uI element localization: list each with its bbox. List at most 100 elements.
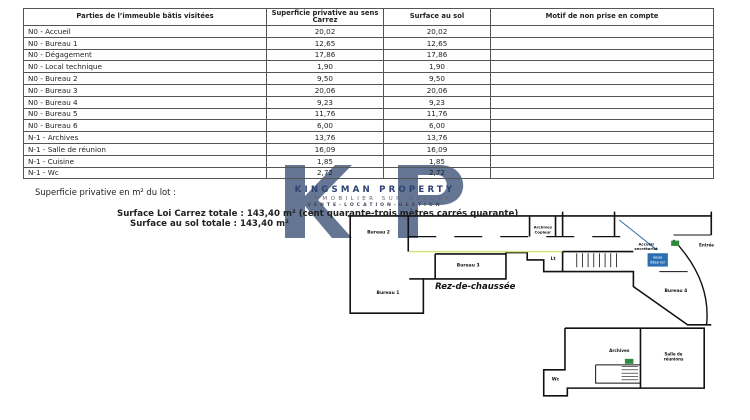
room-name: N0 - Bureau 2 [23,72,267,85]
room-label: réunions [664,356,684,361]
motif-value [490,154,714,168]
carrez-value: 2,72 [266,166,384,180]
sol-value: 13,76 [383,131,491,144]
room-name: N0 - Dégagement [23,48,267,62]
header-parties: Parties de l’immeuble bâtis visitées [23,8,267,26]
carrez-value: 1,85 [266,154,384,168]
carrez-value: 16,09 [266,142,384,156]
logo-tagline: L'IMMOBILIER SUR MESURE [297,196,453,202]
room-label: Bureau 3 [457,263,480,269]
motif-value [490,107,714,121]
room-label: Bureau 1 [377,290,400,296]
room-label: Archives [534,224,553,229]
motif-value [490,119,714,133]
logo-letter-p [398,165,464,238]
motif-value [490,72,714,85]
room-name: N0 - Bureau 4 [23,95,267,109]
room-name: N0 - Bureau 6 [23,119,267,133]
carrez-value: 11,76 [266,107,384,121]
carrez-value: 6,00 [266,119,384,133]
sol-total: Surface au sol totale : 143,40 m² [130,219,289,229]
surface-table: Parties de l’immeuble bâtis visitées Sup… [23,8,714,180]
wall [349,215,712,326]
carrez-value: 9,23 [266,95,384,109]
sol-value: 20,02 [383,25,491,38]
header-sol: Surface au sol [383,8,491,26]
room-name: N-1 - Archives [23,131,267,144]
room-name: N0 - Local technique [23,60,267,74]
carrez-total: Surface Loi Carrez totale : 143,40 m² (c… [117,209,519,219]
room-name: N-1 - Cuisine [23,154,267,168]
room-label: Bureau 4 [664,288,687,294]
room-label: Bureau 2 [367,229,390,235]
motif-value [490,48,714,62]
carrez-value: 1,90 [266,60,384,74]
motif-value [490,142,714,156]
motif-value [490,95,714,109]
room-label: Archives [609,348,630,353]
sol-value: 9,50 [383,72,491,85]
sol-value: 1,90 [383,60,491,74]
wall [595,364,641,384]
logo-name: KINGSMAN PROPERTY [294,185,456,195]
room-label: Wc [552,376,560,382]
room-name: N0 - Bureau 1 [23,36,267,50]
room-label: secrétariat [634,246,658,251]
room-label: Lt [551,256,557,262]
motif-value [490,60,714,74]
exit-sign-icon [624,358,634,364]
entrance-label: Entrée [699,242,714,247]
floor-label: Rez-de-chaussée [435,281,515,292]
carrez-value: 20,02 [266,25,384,38]
exit-sign-icon [671,240,680,246]
arrow-icon [618,219,658,251]
sol-value: 16,09 [383,142,491,156]
room-name: N0 - Bureau 5 [23,107,267,121]
wall [542,327,706,397]
table-header-row: Parties de l’immeuble bâtis visitées Sup… [23,8,714,26]
room-name: N0 - Bureau 3 [23,83,267,97]
motif-value [490,36,714,50]
room-name: N-1 - Salle de réunion [23,142,267,156]
you-are-here-text: vous [653,256,663,260]
room-name: N0 - Accueil [23,25,267,38]
carrez-value: 17,86 [266,48,384,62]
lot-label: Superficie privative en m² du lot : [35,187,176,197]
you-are-here-text: êtes ici [650,260,665,264]
sol-value: 9,23 [383,95,491,109]
sol-value: 6,00 [383,119,491,133]
room-label: Salle de [665,351,683,356]
room-label: Copieur [534,229,551,234]
motif-value [490,131,714,144]
header-carrez: Superficie privative au sens Carrez [266,8,384,26]
sol-value: 17,86 [383,48,491,62]
sol-value: 11,76 [383,107,491,121]
you-are-here-marker [647,253,668,267]
sol-value: 2,72 [383,166,491,180]
logo-letter-k [285,165,352,238]
logo-services: VENTE-LOCATION-GESTION [307,203,443,208]
sol-value: 12,65 [383,36,491,50]
header-motif: Motif de non prise en compte [490,8,714,26]
curved-wall [673,239,708,325]
room-name: N-1 - Wc [23,166,267,180]
sol-value: 20,06 [383,83,491,97]
motif-value [490,83,714,97]
motif-value [490,25,714,38]
room-label: Accueil [638,241,653,246]
sol-value: 1,85 [383,154,491,168]
carrez-value: 12,65 [266,36,384,50]
